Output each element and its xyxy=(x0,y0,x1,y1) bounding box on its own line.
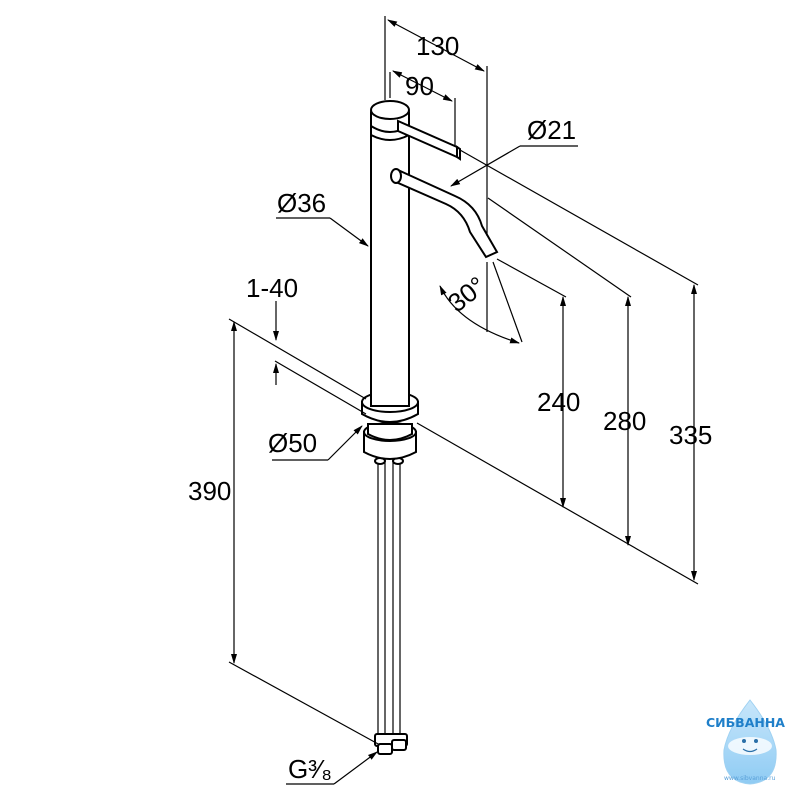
dim-280-label: 280 xyxy=(603,406,646,436)
dim-240-label: 240 xyxy=(537,387,580,417)
dim-angle-label: 30° xyxy=(442,270,491,318)
dim-spout-diameter-label: Ø21 xyxy=(527,115,576,145)
dim-connection-thread-label: G³⁄₈ xyxy=(288,754,332,784)
lever-handle xyxy=(397,119,461,161)
dim-body-diameter-label: Ø36 xyxy=(277,188,326,218)
spout xyxy=(390,168,499,259)
sibvanna-logo: СИБВАННА www.sibvanna.ru xyxy=(706,699,785,785)
logo-name: СИБВАННА xyxy=(706,715,785,730)
dim-390-label: 390 xyxy=(188,476,231,506)
dimension-lines xyxy=(228,16,699,785)
dim-90-label: 90 xyxy=(405,71,434,101)
dim-335-label: 335 xyxy=(669,420,712,450)
faucet-body xyxy=(361,100,499,755)
dim-base-diameter-label: Ø50 xyxy=(268,428,317,458)
dim-130-label: 130 xyxy=(416,31,459,61)
logo-url: www.sibvanna.ru xyxy=(724,775,776,782)
main-column xyxy=(370,100,410,407)
dim-adjust-range-label: 1-40 xyxy=(246,273,298,303)
hose-connector xyxy=(374,733,408,755)
supply-hoses xyxy=(374,455,404,735)
